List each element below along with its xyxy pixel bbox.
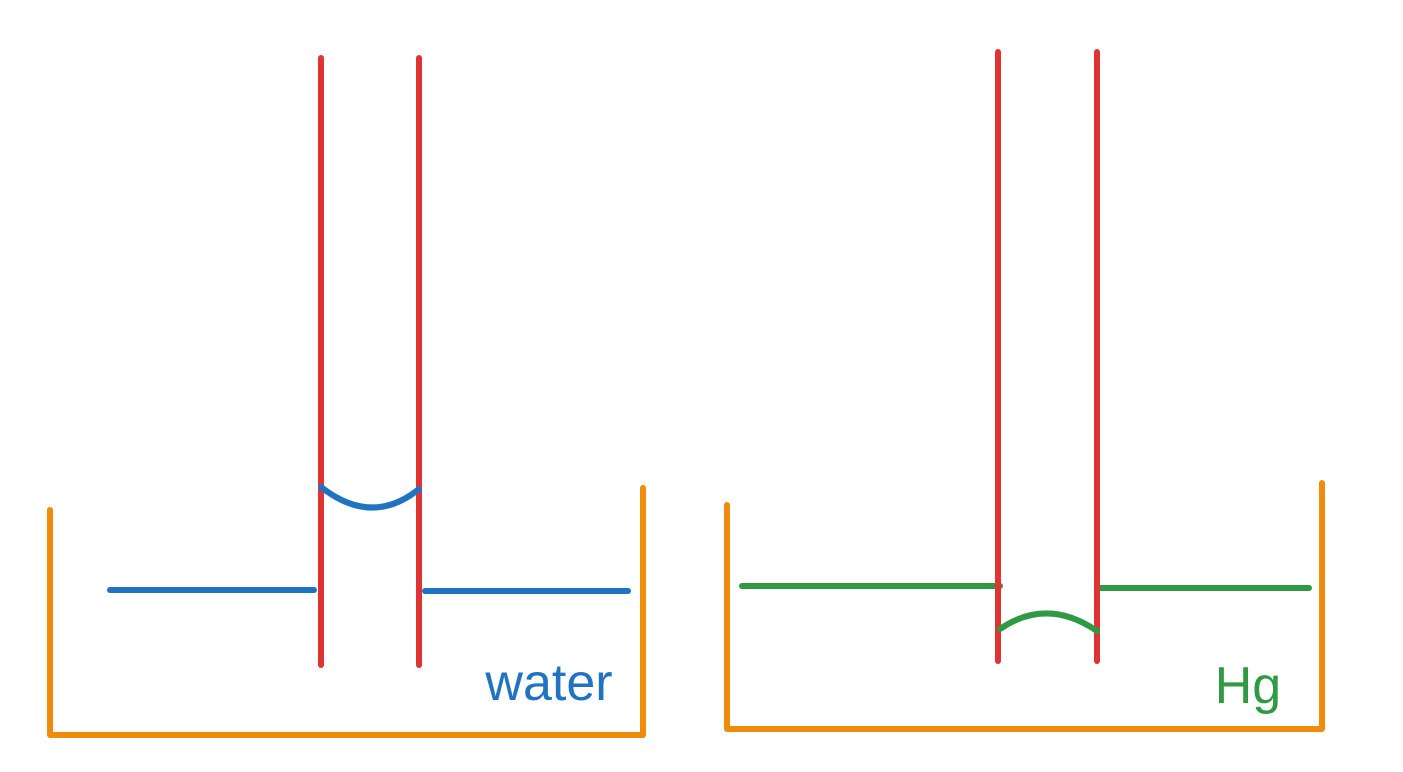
mercury-container	[724, 480, 1325, 732]
mercury-meniscus-convex	[997, 610, 1100, 634]
water-panel: water	[47, 55, 646, 738]
mercury-panel: Hg	[724, 49, 1325, 732]
water-meniscus-concave	[318, 484, 422, 511]
mercury-label: Hg	[1215, 657, 1281, 715]
water-label: water	[484, 654, 612, 712]
water-container	[47, 485, 646, 738]
